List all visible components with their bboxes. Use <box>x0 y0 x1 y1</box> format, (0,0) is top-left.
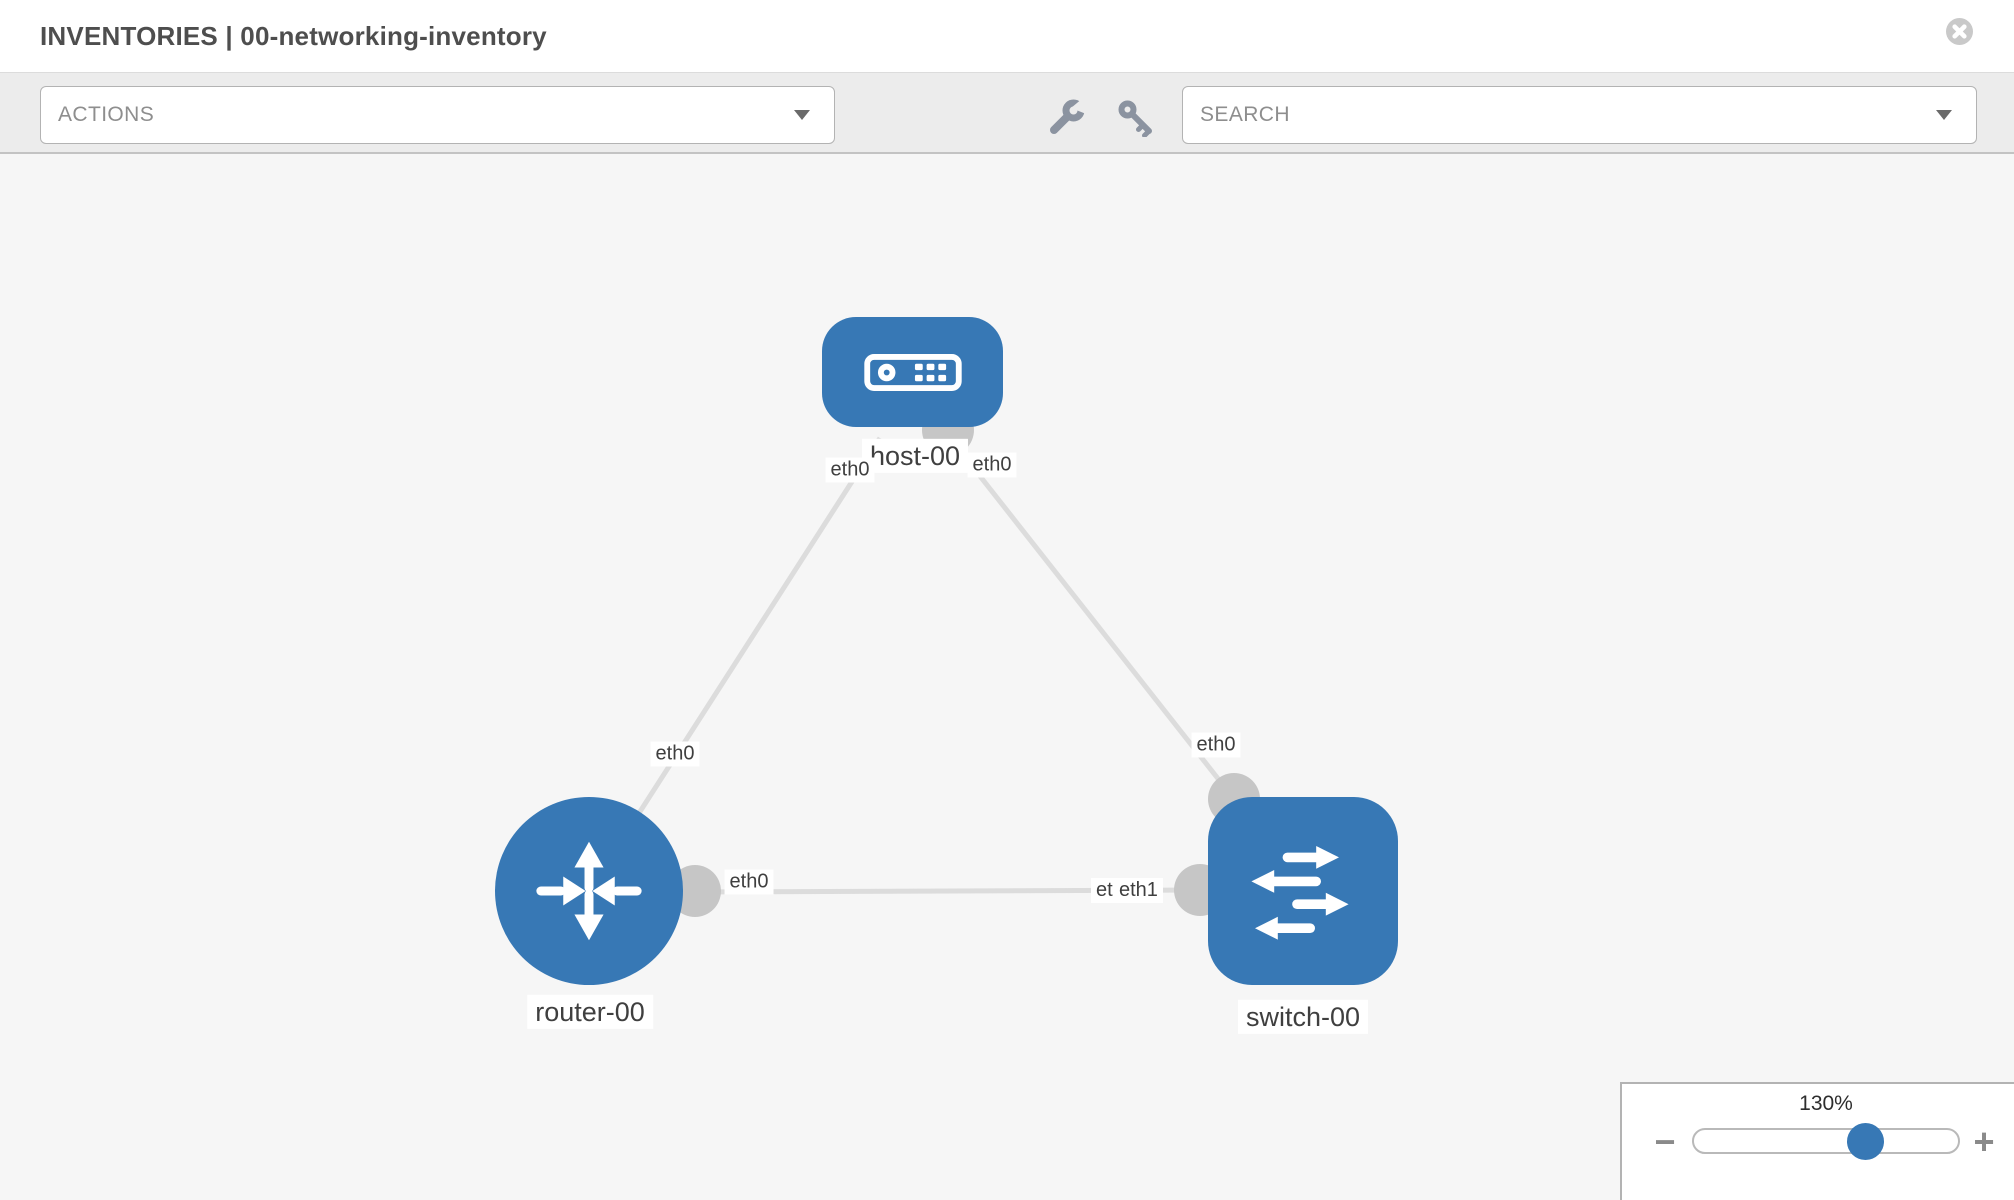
iface-label-router-uplink-eth0: eth0 <box>650 741 700 767</box>
plus-icon: + <box>1973 1121 1995 1162</box>
page-title: INVENTORIES | 00-networking-inventory <box>40 20 547 51</box>
iface-label-switch-eth1: eth1 <box>1114 878 1163 903</box>
zoom-level-value: 130% <box>1799 1092 1853 1115</box>
minus-icon: − <box>1654 1121 1676 1162</box>
node-router-00[interactable] <box>495 797 683 985</box>
key-icon <box>1118 100 1152 138</box>
header-bar: INVENTORIES | 00-networking-inventory <box>0 0 2014 72</box>
node-label-switch-00: switch-00 <box>1237 999 1369 1035</box>
search-dropdown[interactable]: SEARCH <box>1182 86 1977 144</box>
zoom-in-button[interactable]: + <box>1964 1120 2004 1164</box>
zoom-control-panel: 130% − + <box>1620 1082 2014 1200</box>
iface-label-switch-uplink-eth0: eth0 <box>1191 732 1241 758</box>
wrench-icon <box>1050 93 1089 134</box>
chevron-down-icon <box>794 110 810 120</box>
zoom-slider-knob[interactable] <box>1847 1123 1884 1160</box>
router-icon <box>536 841 642 941</box>
node-host-00[interactable] <box>822 317 1003 427</box>
close-button[interactable] <box>1946 18 1973 45</box>
close-icon <box>1946 18 1973 45</box>
credentials-button[interactable] <box>1117 99 1155 138</box>
iface-label-host-right-eth0: eth0 <box>967 452 1017 478</box>
configure-button[interactable] <box>1047 93 1089 135</box>
switch-icon <box>1251 846 1349 940</box>
node-switch-00[interactable] <box>1208 797 1398 985</box>
actions-dropdown[interactable]: ACTIONS <box>40 86 835 144</box>
host-icon <box>863 353 962 391</box>
iface-label-router-eth0: eth0 <box>724 869 774 895</box>
topology-links-layer <box>586 404 1260 917</box>
zoom-out-button[interactable]: − <box>1645 1120 1685 1164</box>
topology-canvas[interactable]: host-00 router-00 switch-00 eth0 eth0 et… <box>0 154 2014 1200</box>
node-label-router-00: router-00 <box>527 994 653 1030</box>
node-label-host-00: host-00 <box>861 438 969 474</box>
search-dropdown-label: SEARCH <box>1200 103 1290 126</box>
link-host-switch <box>948 436 1236 801</box>
iface-label-host-left-eth0: eth0 <box>825 457 875 483</box>
toolbar: ACTIONS SEARCH <box>0 72 2014 154</box>
actions-dropdown-label: ACTIONS <box>58 103 155 126</box>
chevron-down-icon <box>1936 110 1952 120</box>
zoom-slider-track[interactable] <box>1692 1128 1960 1154</box>
